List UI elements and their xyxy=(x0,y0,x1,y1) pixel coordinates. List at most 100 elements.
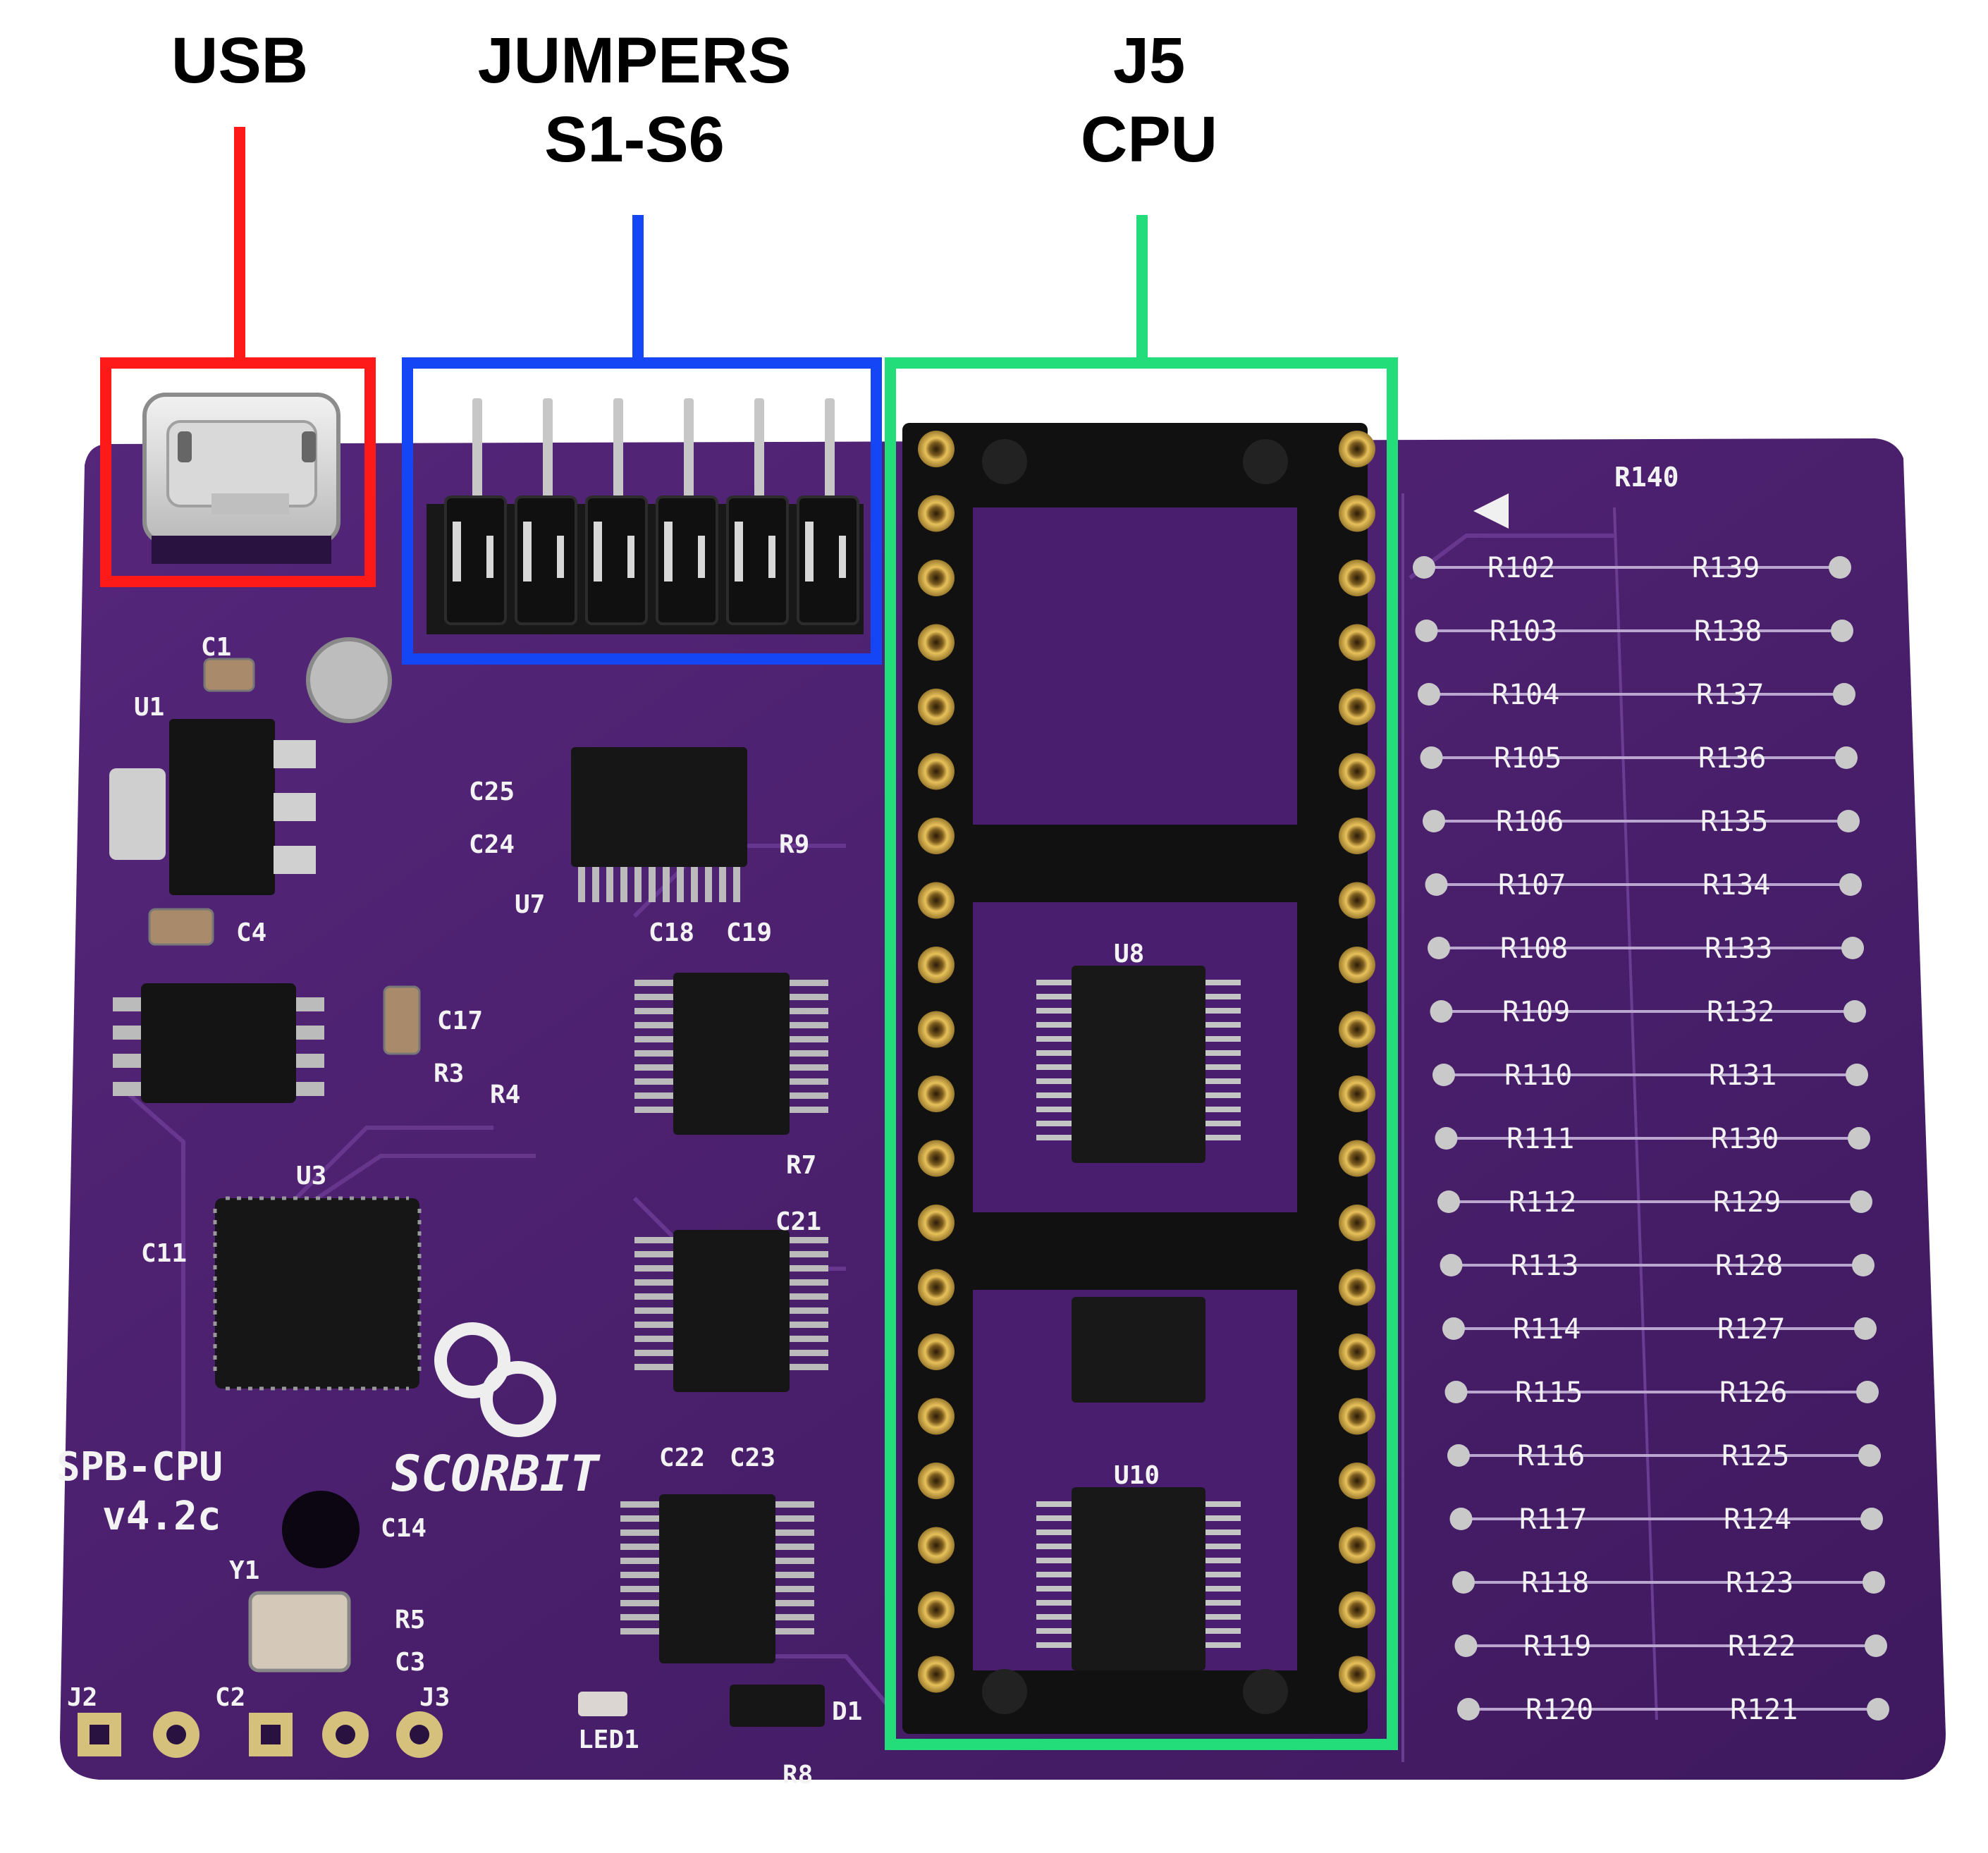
resistor-label-right: R135 xyxy=(1700,806,1768,838)
cpu-label-line2: CPU xyxy=(1080,104,1218,176)
resistor-pad xyxy=(1457,1698,1480,1720)
socket-pin xyxy=(918,1140,955,1177)
resistor-pad xyxy=(1865,1635,1887,1657)
cpu-highlight-box xyxy=(885,357,1398,1750)
c14-label: C14 xyxy=(381,1514,427,1543)
socket-pin xyxy=(1339,753,1375,790)
resistor-label-left: R107 xyxy=(1498,869,1566,901)
board-name: SPB-CPU xyxy=(56,1444,223,1490)
usb-callout xyxy=(100,127,376,587)
socket-pin xyxy=(918,818,955,854)
socket-pin xyxy=(918,624,955,661)
resistor-label-right: R137 xyxy=(1696,679,1764,711)
resistor-label-right: R121 xyxy=(1730,1694,1798,1726)
smd-capacitors xyxy=(148,658,421,1055)
resistor-label-left: R104 xyxy=(1492,679,1559,711)
resistor-pad xyxy=(1454,1635,1478,1657)
mounting-hole xyxy=(282,1491,360,1568)
r4-label: R4 xyxy=(490,1081,520,1109)
resistor-label-left: R116 xyxy=(1517,1440,1585,1472)
resistor-pad xyxy=(1863,1571,1885,1594)
socket-pin xyxy=(1339,689,1375,725)
resistor-label-right: R128 xyxy=(1715,1250,1783,1282)
socket-pin xyxy=(918,882,955,919)
resistor-pad xyxy=(1837,810,1860,832)
resistor-label-left: R115 xyxy=(1515,1377,1583,1409)
r8-label: R8 xyxy=(783,1761,813,1790)
socket-pin xyxy=(918,1398,955,1435)
resistor-pad xyxy=(1848,1127,1870,1150)
socket-pin xyxy=(918,1205,955,1241)
resistor-label-right: R126 xyxy=(1719,1377,1787,1409)
u3-label: U3 xyxy=(296,1162,326,1190)
socket-pin xyxy=(1339,1011,1375,1048)
resistor-pad xyxy=(1833,683,1855,706)
resistor-label-left: R105 xyxy=(1494,742,1561,775)
r9-label: R9 xyxy=(779,830,809,859)
socket-pin xyxy=(918,1656,955,1693)
diode-d1 xyxy=(730,1685,825,1727)
resistor-label-left: R120 xyxy=(1526,1694,1593,1726)
c4-label: C4 xyxy=(236,918,266,947)
d1-label: D1 xyxy=(832,1697,862,1726)
c18-label: C18 xyxy=(649,918,694,947)
ic-u9 xyxy=(1072,1297,1205,1403)
cpu-callout-label: J5 CPU xyxy=(1029,21,1269,179)
ic-u6 xyxy=(659,1494,775,1663)
c2-label: C2 xyxy=(215,1683,245,1712)
resistor-label-left: R108 xyxy=(1500,932,1568,965)
jumpers-callout xyxy=(402,215,882,665)
socket-pin xyxy=(1339,1656,1375,1693)
resistor-label-left: R118 xyxy=(1521,1567,1589,1599)
resistor-pad xyxy=(1430,1000,1453,1023)
resistor-pad xyxy=(1831,620,1853,642)
socket-pin xyxy=(918,1269,955,1306)
socket-pin xyxy=(1339,1269,1375,1306)
regulator-u1 xyxy=(109,719,316,895)
socket-pin xyxy=(918,1527,955,1564)
resistor-pad xyxy=(1452,1571,1475,1594)
led1 xyxy=(578,1692,627,1716)
resistor-label-right: R122 xyxy=(1728,1630,1796,1663)
resistor-label-left: R119 xyxy=(1523,1630,1591,1663)
resistor-label-right: R125 xyxy=(1722,1440,1789,1472)
resistor-label-right: R132 xyxy=(1707,996,1774,1028)
usb-label-text: USB xyxy=(171,25,309,97)
socket-pin xyxy=(1339,882,1375,919)
resistor-label-right: R129 xyxy=(1713,1186,1781,1219)
c24-label: C24 xyxy=(469,830,515,859)
mcu-u3 xyxy=(213,1196,422,1391)
c21-label: C21 xyxy=(775,1207,821,1236)
c19-label: C19 xyxy=(726,918,772,947)
resistor-label-left: R114 xyxy=(1513,1313,1581,1346)
c17-label: C17 xyxy=(437,1006,483,1035)
callouts xyxy=(100,127,1398,1750)
socket-pin xyxy=(1339,947,1375,983)
resistor-label-right: R136 xyxy=(1698,742,1766,775)
resistor-label-left: R112 xyxy=(1509,1186,1576,1219)
resistor-pad xyxy=(1449,1508,1473,1530)
socket-pin xyxy=(918,1011,955,1048)
resistor-pad xyxy=(1839,873,1862,896)
usb-highlight-box xyxy=(100,357,376,587)
usb-connector xyxy=(142,393,340,564)
resistor-pad xyxy=(1442,1317,1465,1340)
socket-pin xyxy=(1339,1463,1375,1499)
resistor-label-left: R103 xyxy=(1490,615,1557,648)
y1-label: Y1 xyxy=(229,1556,259,1585)
crystal-y1 xyxy=(248,1591,351,1673)
socket-pin xyxy=(918,1592,955,1628)
resistor-pad xyxy=(1846,1064,1868,1086)
socket-pin xyxy=(1339,1527,1375,1564)
resistor-pad xyxy=(1850,1190,1872,1213)
resistor-pad xyxy=(1440,1254,1463,1276)
socket-pin xyxy=(1339,1334,1375,1370)
ic-u8 xyxy=(1072,966,1205,1163)
c1-label: C1 xyxy=(201,633,231,662)
resistor-label-right: R123 xyxy=(1726,1567,1793,1599)
resistor-pad xyxy=(1852,1254,1875,1276)
resistor-label-right: R124 xyxy=(1724,1503,1791,1536)
resistor-pad xyxy=(1413,556,1435,579)
socket-pin xyxy=(1339,431,1375,467)
c25-label: C25 xyxy=(469,777,515,806)
